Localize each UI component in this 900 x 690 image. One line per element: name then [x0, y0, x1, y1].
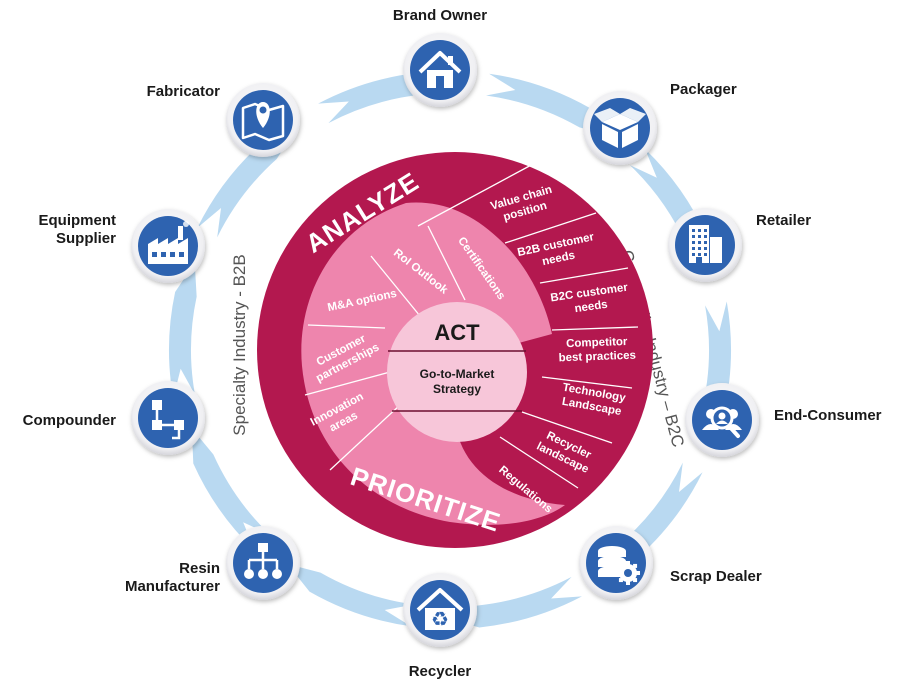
- act-title: ACT: [434, 320, 480, 345]
- hierarchy-icon: [244, 543, 282, 579]
- node-label: Retailer: [756, 212, 811, 229]
- node-brand-owner: Brand Owner: [393, 7, 487, 107]
- house-icon: [418, 51, 462, 88]
- node-scrap-dealer: Scrap Dealer: [579, 526, 762, 600]
- recycle-house-icon: ♻: [416, 588, 464, 631]
- cycle-arrow: [191, 428, 271, 551]
- cycle-arrow: [486, 73, 613, 136]
- database-gear-icon: [598, 546, 640, 585]
- value-chain-nodes: Brand OwnerPackagerRetailerEnd-ConsumerS…: [23, 7, 882, 680]
- cycle-arrow: [445, 576, 582, 628]
- act-subtitle-line1: Go-to-Market: [420, 367, 495, 381]
- node-label: Compounder: [23, 412, 116, 429]
- strategy-wheel: ACT Go-to-Market Strategy Value chainpos…: [257, 152, 653, 548]
- prioritize-divider: [427, 225, 466, 301]
- analyze-divider: [504, 212, 597, 244]
- cycle-arrow: [197, 130, 296, 238]
- node-retailer: Retailer: [668, 208, 811, 282]
- node-label: Fabricator: [147, 83, 221, 100]
- node-fabricator: Fabricator: [147, 83, 300, 157]
- node-badge: [138, 388, 198, 448]
- node-label: Scrap Dealer: [670, 568, 762, 585]
- map-pin-icon: [241, 102, 285, 142]
- analyze-divider: [539, 267, 629, 284]
- node-label: End-Consumer: [774, 407, 882, 424]
- node-label: Brand Owner: [393, 7, 487, 24]
- node-compounder: Compounder: [23, 381, 205, 455]
- factory-icon: [148, 221, 189, 264]
- box-icon: [594, 108, 646, 148]
- act-circle: [387, 302, 527, 442]
- analyze-dividers: [417, 162, 639, 489]
- specialty-industry-label: Specialty Industry - B2B: [230, 254, 249, 435]
- users-search-icon: [702, 406, 742, 438]
- cycle-arrow: [287, 564, 414, 627]
- analyze-divider: [417, 162, 536, 227]
- svg-text:♻: ♻: [431, 609, 449, 631]
- prioritize-divider: [370, 255, 421, 317]
- node-packager: Packager: [583, 81, 737, 165]
- analyze-divider: [521, 411, 613, 444]
- analyze-item: Competitorbest practices: [558, 336, 636, 365]
- building-icon: [689, 225, 722, 263]
- analyze-divider: [541, 376, 633, 389]
- prioritize-divider: [307, 324, 386, 329]
- prioritize-divider: [304, 371, 391, 396]
- node-label: Recycler: [409, 663, 472, 680]
- node-end-consumer: End-Consumer: [685, 383, 882, 457]
- act-subtitle-line2: Strategy: [433, 382, 481, 396]
- flowchart-icon: [152, 400, 184, 440]
- prioritize-divider: [329, 404, 401, 471]
- node-label: Packager: [670, 81, 737, 98]
- cycle-arrow: [169, 262, 197, 399]
- prioritize-dividers: [304, 225, 466, 471]
- analyze-divider: [551, 326, 639, 331]
- analyze-divider: [499, 436, 579, 489]
- node-recycler: ♻ Recycler: [403, 573, 477, 680]
